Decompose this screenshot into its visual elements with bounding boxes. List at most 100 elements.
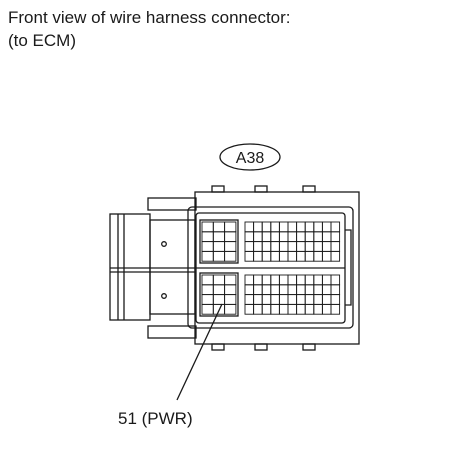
latch-pin-top-icon	[161, 241, 167, 247]
terminal-cavity	[270, 274, 280, 286]
tab-top-3	[302, 185, 316, 193]
caption-line-2: (to ECM)	[8, 31, 76, 50]
terminal-cavity	[321, 250, 332, 262]
connector-housing	[194, 191, 360, 345]
diagram-caption: Front view of wire harness connector: (t…	[8, 6, 291, 52]
terminal-cavity	[287, 231, 298, 243]
connector-id-text: A38	[236, 150, 265, 167]
terminal-cavity	[253, 274, 263, 286]
terminal-cavity	[270, 221, 280, 233]
terminal-block-top-left	[199, 219, 239, 264]
terminal-cavity	[201, 284, 214, 296]
terminal-cavity	[313, 303, 323, 315]
terminal-cavity	[330, 294, 341, 305]
terminal-cavity	[330, 250, 341, 262]
terminal-cavity	[224, 303, 237, 315]
terminal-cavity	[296, 274, 306, 286]
terminal-cavity	[278, 241, 289, 252]
terminal-cavity	[313, 221, 323, 233]
terminal-cavity	[253, 284, 263, 296]
terminal-cavity	[313, 231, 323, 243]
terminal-cavity	[201, 274, 214, 286]
connector-body	[109, 185, 360, 351]
terminal-cavity	[287, 241, 298, 252]
connector-id-outline	[219, 143, 281, 171]
terminal-cavity	[278, 221, 289, 233]
terminal-cavity	[270, 250, 280, 262]
terminal-cavity	[201, 303, 214, 315]
terminal-cavity	[278, 274, 289, 286]
tab-bottom-1	[211, 343, 225, 351]
terminal-cavity	[212, 284, 226, 296]
terminal-cavity	[278, 294, 289, 305]
terminal-cavity	[321, 241, 332, 252]
terminal-cavity	[296, 241, 306, 252]
terminal-cavity	[287, 274, 298, 286]
terminal-cavity	[201, 294, 214, 305]
flange-bottom	[147, 325, 197, 339]
terminal-cavity	[201, 241, 214, 252]
terminal-cavity	[296, 250, 306, 262]
terminal-cavity	[330, 303, 341, 315]
tab-bottom-3	[302, 343, 316, 351]
latch-pin-bottom-icon	[161, 293, 167, 299]
terminal-cavity	[201, 250, 214, 262]
terminal-cavity	[321, 274, 332, 286]
terminal-cavity	[313, 250, 323, 262]
terminal-cavity	[253, 294, 263, 305]
terminal-cavity	[278, 303, 289, 315]
terminal-cavity	[261, 274, 272, 286]
terminal-cavity	[270, 284, 280, 296]
terminal-cavity	[296, 231, 306, 243]
terminal-cavity	[244, 294, 255, 305]
terminal-cavity	[212, 250, 226, 262]
terminal-grid-top-left	[201, 221, 237, 262]
right-notch	[345, 229, 352, 306]
terminal-cavity	[212, 294, 226, 305]
terminal-cavity	[313, 294, 323, 305]
terminal-cavity	[278, 250, 289, 262]
terminal-cavity	[261, 303, 272, 315]
terminal-grid-bottom-left	[201, 274, 237, 315]
terminal-cavity	[224, 221, 237, 233]
terminal-cavity	[201, 221, 214, 233]
terminal-cavity	[224, 250, 237, 262]
terminal-cavity	[287, 284, 298, 296]
terminal-cavity	[287, 221, 298, 233]
terminal-cavity	[261, 241, 272, 252]
terminal-cavity	[296, 284, 306, 296]
terminal-cavity	[278, 284, 289, 296]
callout-leader-line	[176, 303, 223, 401]
terminal-cavity	[296, 294, 306, 305]
terminal-cavity	[321, 221, 332, 233]
terminal-cavity	[304, 274, 315, 286]
terminal-cavity	[304, 241, 315, 252]
terminal-cavity	[304, 231, 315, 243]
callout-label: 51 (PWR)	[118, 409, 193, 428]
terminal-cavity	[270, 294, 280, 305]
terminal-cavity	[330, 231, 341, 243]
terminal-cavity	[330, 274, 341, 286]
terminal-cavity	[313, 241, 323, 252]
terminal-cavity	[313, 284, 323, 296]
terminal-cavity	[287, 250, 298, 262]
terminal-cavity	[224, 294, 237, 305]
terminal-cavity	[261, 250, 272, 262]
terminal-cavity	[304, 303, 315, 315]
terminal-grid-bottom-right	[244, 274, 341, 315]
tab-top-2	[254, 185, 268, 193]
terminal-cavity	[321, 284, 332, 296]
terminal-cavity	[261, 221, 272, 233]
terminal-cavity	[270, 241, 280, 252]
terminal-cavity	[253, 250, 263, 262]
connector-id-badge: A38	[219, 143, 281, 171]
terminal-cavity	[304, 250, 315, 262]
terminal-cavity	[304, 294, 315, 305]
terminal-block-bottom-left	[199, 272, 239, 317]
terminal-cavity	[212, 241, 226, 252]
terminal-cavity	[244, 284, 255, 296]
tab-top-1	[211, 185, 225, 193]
terminal-cavity	[270, 231, 280, 243]
terminal-cavity	[224, 274, 237, 286]
